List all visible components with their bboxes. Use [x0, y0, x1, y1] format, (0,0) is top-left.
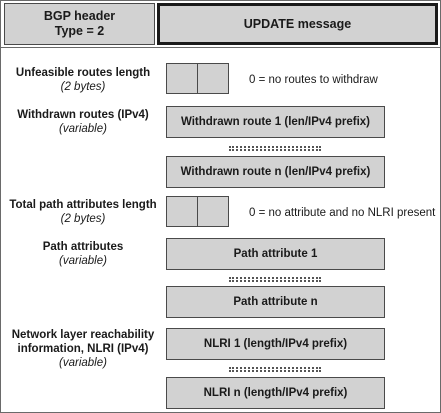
- update-message-title: UPDATE message: [243, 16, 352, 31]
- path-attributes-title: Path attributes: [42, 241, 124, 253]
- byte-cell: [167, 197, 197, 226]
- unfeasible-routes-length-field: [166, 63, 229, 94]
- header-row: BGP header Type = 2 UPDATE message: [1, 1, 441, 48]
- path-attributes-label: Path attributes (variable): [5, 240, 161, 268]
- total-path-attributes-title: Total path attributes length: [9, 199, 157, 211]
- withdrawn-route-n-field: Withdrawn route n (len/IPv4 prefix): [166, 156, 385, 188]
- ellipsis-dots: [229, 277, 321, 282]
- unfeasible-routes-label: Unfeasible routes length (2 bytes): [5, 66, 161, 94]
- update-message-box: UPDATE message: [157, 3, 438, 45]
- nlri-1-field: NLRI 1 (length/IPv4 prefix): [166, 328, 385, 360]
- withdrawn-routes-label: Withdrawn routes (IPv4) (variable): [5, 108, 161, 136]
- nlri-label: Network layer reachability information, …: [5, 328, 161, 370]
- nlri-n-field: NLRI n (length/IPv4 prefix): [166, 377, 385, 409]
- path-attribute-1-field: Path attribute 1: [166, 238, 385, 270]
- nlri-size: (variable): [59, 357, 107, 369]
- withdrawn-routes-title: Withdrawn routes (IPv4): [17, 109, 149, 121]
- nlri-title-line1: Network layer reachability: [11, 329, 155, 341]
- byte-cell: [197, 64, 228, 93]
- path-attribute-n-field: Path attribute n: [166, 286, 385, 318]
- nlri-title-line2: information, NLRI (IPv4): [17, 343, 149, 355]
- path-attributes-size: (variable): [59, 255, 107, 267]
- total-path-attributes-label: Total path attributes length (2 bytes): [5, 198, 161, 226]
- bgp-header-box: BGP header Type = 2: [4, 3, 155, 45]
- total-path-attributes-length-field: [166, 196, 229, 227]
- withdrawn-routes-size: (variable): [59, 123, 107, 135]
- byte-cell: [197, 197, 228, 226]
- bgp-header-title: BGP header: [43, 9, 116, 23]
- total-path-attributes-size: (2 bytes): [60, 213, 106, 225]
- unfeasible-routes-size: (2 bytes): [60, 81, 106, 93]
- ellipsis-dots: [229, 367, 321, 372]
- unfeasible-routes-title: Unfeasible routes length: [15, 67, 151, 79]
- ellipsis-dots: [229, 146, 321, 151]
- unfeasible-routes-note: 0 = no routes to withdraw: [249, 74, 378, 86]
- total-path-attributes-note: 0 = no attribute and no NLRI present: [249, 207, 436, 219]
- byte-cell: [167, 64, 197, 93]
- withdrawn-route-1-field: Withdrawn route 1 (len/IPv4 prefix): [166, 106, 385, 138]
- bgp-header-type: Type = 2: [54, 24, 105, 38]
